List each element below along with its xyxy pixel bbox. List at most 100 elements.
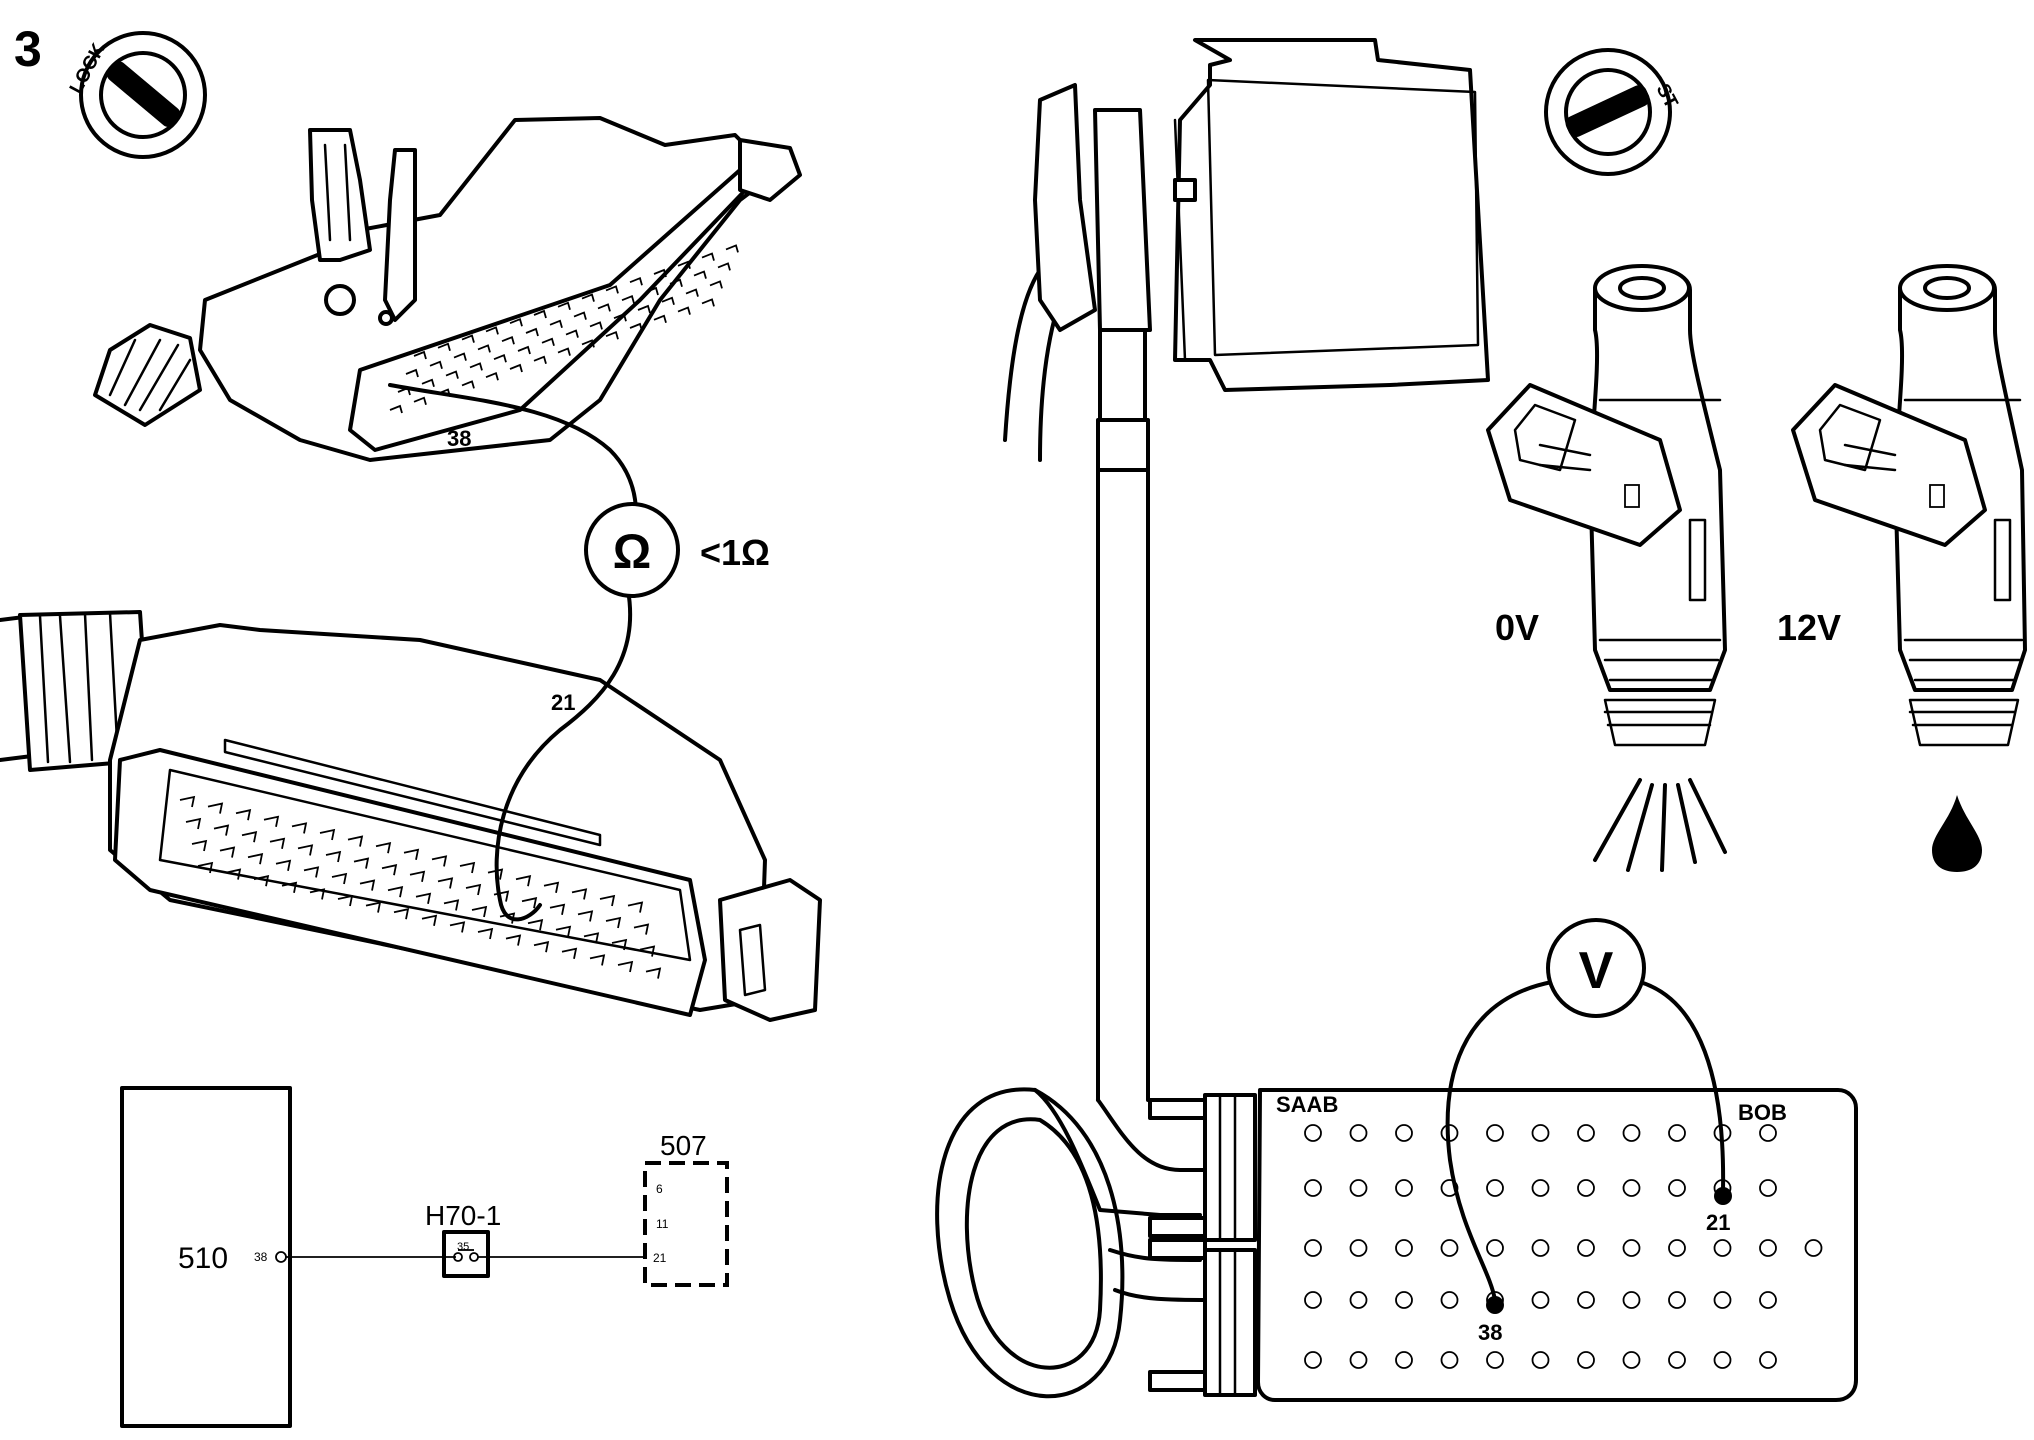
connector-pin bbox=[213, 824, 230, 836]
connector-pin bbox=[627, 901, 644, 913]
connector-pin bbox=[669, 278, 683, 288]
ecu-label: 510 bbox=[178, 1242, 228, 1275]
connector-pin bbox=[381, 864, 398, 876]
bob-socket bbox=[1349, 1124, 1368, 1142]
bob-socket bbox=[1395, 1124, 1413, 1142]
connector-pin bbox=[471, 905, 488, 918]
ohm-pin-bottom-label: 21 bbox=[551, 690, 575, 715]
injector-closed-icon: 12V bbox=[1777, 264, 2027, 872]
connector-pin bbox=[347, 835, 364, 847]
connector-pin bbox=[725, 244, 739, 253]
wiring-schematic: 510 38 35 H70-1 507 6 11 21 bbox=[120, 1086, 729, 1428]
connector-pin bbox=[577, 910, 594, 922]
component-pin-3: 21 bbox=[653, 1251, 667, 1265]
bob-socket bbox=[1304, 1239, 1322, 1257]
connector-pin bbox=[219, 846, 236, 858]
connector-pin bbox=[549, 903, 566, 915]
connector-pin bbox=[179, 795, 196, 808]
connector-pin bbox=[275, 859, 292, 871]
connector-pin bbox=[461, 380, 475, 389]
ignition-start-icon: ST bbox=[1544, 48, 1682, 176]
connector-pin bbox=[509, 317, 523, 327]
bob-socket bbox=[1486, 1124, 1504, 1142]
connector-pin bbox=[617, 960, 634, 973]
connector-pin bbox=[589, 321, 603, 330]
connector-pin bbox=[685, 288, 699, 297]
bob-socket bbox=[1577, 1291, 1595, 1309]
connector-pin bbox=[543, 881, 560, 893]
connector-pin bbox=[505, 934, 522, 946]
connector-pin bbox=[583, 932, 600, 944]
connector-pin bbox=[207, 802, 224, 814]
connector-pin bbox=[431, 855, 448, 867]
bob-socket bbox=[1349, 1239, 1368, 1257]
bob-socket bbox=[1304, 1179, 1322, 1197]
bob-socket bbox=[1486, 1179, 1504, 1197]
breakout-box: SAAB BOB 21 38 bbox=[1148, 1088, 1858, 1402]
connector-pin bbox=[677, 260, 691, 270]
connector-pin bbox=[291, 822, 308, 834]
bob-socket bbox=[1804, 1239, 1823, 1257]
bob-socket bbox=[1577, 1351, 1595, 1369]
bob-socket bbox=[1304, 1291, 1322, 1309]
bob-socket bbox=[1668, 1124, 1686, 1142]
connector-pin bbox=[541, 337, 555, 347]
connector-pin bbox=[325, 850, 342, 863]
connector-pin bbox=[629, 322, 643, 332]
ecu-connector-lower: 21 bbox=[0, 610, 822, 1022]
component-507-box bbox=[643, 1161, 729, 1287]
connector-pin bbox=[477, 344, 491, 353]
connector-pin bbox=[637, 304, 651, 314]
connector-pin bbox=[533, 941, 550, 953]
bob-socket bbox=[1668, 1239, 1686, 1257]
bob-socket bbox=[1304, 1351, 1322, 1369]
bob-socket bbox=[1622, 1179, 1641, 1197]
connector-pin bbox=[639, 945, 656, 957]
connector-pin bbox=[653, 268, 667, 278]
connector-pin bbox=[677, 306, 691, 315]
connector-pin bbox=[331, 872, 348, 885]
connector-pin bbox=[701, 252, 715, 261]
injector-12v-label: 12V bbox=[1777, 607, 1841, 648]
connector-pin bbox=[253, 875, 270, 887]
connector-pin bbox=[487, 868, 504, 880]
connector-pin bbox=[581, 339, 595, 348]
connector-pin bbox=[437, 342, 451, 352]
bob-socket bbox=[1759, 1291, 1777, 1309]
bob-socket bbox=[1577, 1239, 1595, 1257]
bob-socket bbox=[1668, 1179, 1686, 1197]
injector-0v-label: 0V bbox=[1495, 607, 1539, 648]
connector-pin bbox=[581, 293, 595, 302]
connector-pin bbox=[621, 294, 635, 304]
connector-pin bbox=[611, 938, 628, 951]
connector-pin bbox=[561, 947, 578, 959]
connector-pin bbox=[597, 303, 611, 312]
injector-open-icon: 0V bbox=[1486, 264, 1727, 872]
connector-pin bbox=[633, 923, 650, 935]
bob-socket bbox=[1622, 1291, 1641, 1309]
connector-h70-1-box bbox=[442, 1230, 490, 1278]
bob-socket bbox=[1713, 1291, 1732, 1309]
connector-pin bbox=[645, 286, 659, 296]
bob-socket bbox=[1759, 1239, 1777, 1257]
connector-pin bbox=[573, 311, 587, 320]
connector-pin bbox=[337, 894, 354, 907]
connector-pin bbox=[247, 853, 264, 865]
connector-pin bbox=[485, 326, 499, 335]
connector-pin bbox=[693, 270, 707, 279]
connector-pin bbox=[319, 828, 336, 841]
ecu-connector-upper: 38 bbox=[93, 116, 802, 462]
bob-pin-21-marker bbox=[1714, 1187, 1732, 1205]
connector-pin bbox=[525, 327, 539, 337]
bob-pin-38-marker bbox=[1486, 1296, 1504, 1314]
bob-socket bbox=[1759, 1351, 1777, 1369]
bob-socket bbox=[1577, 1124, 1595, 1142]
ohmmeter-symbol: Ω bbox=[613, 526, 651, 579]
connector-pin bbox=[269, 837, 286, 849]
bob-socket bbox=[1440, 1351, 1459, 1369]
connector-pin bbox=[533, 309, 547, 319]
bob-socket bbox=[1395, 1179, 1413, 1197]
connector-pin bbox=[493, 353, 507, 363]
connector-pin bbox=[527, 919, 544, 931]
connector-pin bbox=[701, 298, 715, 307]
